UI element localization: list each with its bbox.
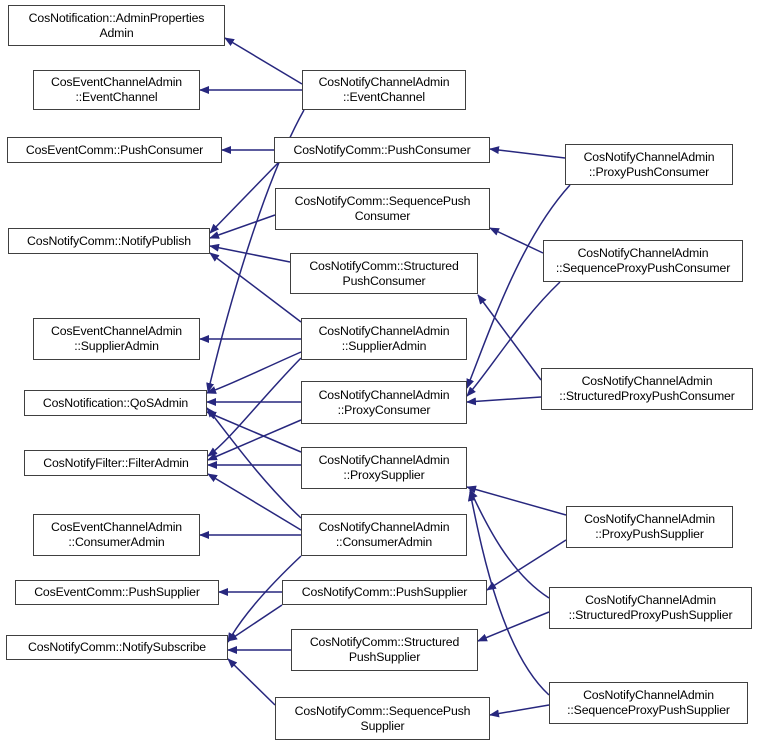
class-node-label: CosNotifyComm::PushConsumer [293,142,471,157]
class-node-cnc_pushsupplier[interactable]: CosNotifyComm::PushSupplier [282,580,487,605]
class-node-label: CosEventChannelAdmin ::EventChannel [51,75,182,104]
class-node-cnca_proxypushcons[interactable]: CosNotifyChannelAdmin ::ProxyPushConsume… [565,144,733,185]
inheritance-edge-cnca_structproxypc-to-cnca_proxyconsumer [466,396,542,406]
inheritance-edge-cnca_proxyconsumer-to-cnf_filteradmin [207,419,302,461]
inheritance-edge-cnca_proxypushsup-to-cnc_pushsupplier [486,539,567,591]
class-node-cnc_pushconsumer[interactable]: CosNotifyComm::PushConsumer [274,137,490,163]
inheritance-edge-cnc_seqpushcons-to-cnc_notifypublish [209,214,276,239]
class-node-label: CosEventChannelAdmin ::ConsumerAdmin [51,520,182,549]
inheritance-edge-cnca_consumeradmin-to-cnf_filteradmin [207,473,302,531]
class-node-label: CosNotifyComm::Structured PushConsumer [309,258,459,288]
class-node-cec_eventchannel[interactable]: CosEventChannelAdmin ::EventChannel [33,70,200,110]
class-node-label: CosEventChannelAdmin ::SupplierAdmin [51,324,182,353]
class-node-label: CosNotifyComm::Structured PushSupplier [309,635,460,664]
class-node-label: CosNotification::AdminProperties Admin [28,10,205,40]
inheritance-edge-cnca_seqproxyps-to-cnc_seqpushsup [489,704,550,718]
class-node-cnca_structproxyps[interactable]: CosNotifyChannelAdmin ::StructuredProxyP… [549,587,752,629]
class-node-label: CosNotifyChannelAdmin ::ProxyPushConsume… [583,149,715,179]
class-node-cnca_proxypushsup[interactable]: CosNotifyChannelAdmin ::ProxyPushSupplie… [566,506,733,548]
inheritance-edge-cnca_supplieradmin-to-cn_qosadmin [206,351,302,394]
class-node-label: CosNotifyChannelAdmin ::SequenceProxyPus… [567,688,730,717]
inheritance-edge-cnca_eventchannel-to-adminprops [224,37,303,85]
class-node-label: CosNotifyChannelAdmin ::StructuredProxyP… [559,374,735,403]
class-node-cec_pushconsumer[interactable]: CosEventComm::PushConsumer [7,137,222,163]
class-node-label: CosNotifyChannelAdmin ::ProxyConsumer [318,387,450,417]
inheritance-edge-cnc_pushconsumer-to-cnc_notifypublish [209,162,279,234]
inheritance-edge-cnca_structproxypc-to-cnc_structpushcons [477,294,542,381]
class-node-label: CosNotifyChannelAdmin ::EventChannel [318,75,450,104]
class-node-cnc_notifysubscr[interactable]: CosNotifyComm::NotifySubscribe [6,635,228,660]
inheritance-edge-cnca_supplieradmin-to-cnc_notifypublish [209,252,302,323]
class-node-label: CosNotifyComm::NotifyPublish [27,233,191,248]
class-node-cec_supplieradmin[interactable]: CosEventChannelAdmin ::SupplierAdmin [33,318,200,360]
class-node-cnc_notifypublish[interactable]: CosNotifyComm::NotifyPublish [8,228,210,254]
class-node-label: CosNotifyComm::PushSupplier [301,585,468,600]
class-node-cnca_supplieradmin[interactable]: CosNotifyChannelAdmin ::SupplierAdmin [301,318,467,360]
class-node-cnc_structpushsup[interactable]: CosNotifyComm::Structured PushSupplier [291,629,478,671]
class-node-label: CosEventComm::PushConsumer [25,142,204,157]
class-node-cnc_seqpushcons[interactable]: CosNotifyComm::SequencePush Consumer [275,188,490,230]
class-node-label: CosNotifyComm::SequencePush Supplier [294,703,471,733]
class-node-cnca_seqproxyps[interactable]: CosNotifyChannelAdmin ::SequenceProxyPus… [549,682,748,724]
class-node-cnf_filteradmin[interactable]: CosNotifyFilter::FilterAdmin [24,450,208,476]
class-node-label: CosNotifyChannelAdmin ::SequenceProxyPus… [555,246,731,275]
class-node-cnca_structproxypc[interactable]: CosNotifyChannelAdmin ::StructuredProxyP… [541,368,753,410]
class-node-cnc_seqpushsup[interactable]: CosNotifyComm::SequencePush Supplier [275,697,490,740]
class-node-label: CosNotifyChannelAdmin ::ConsumerAdmin [318,520,450,549]
class-node-label: CosEventComm::PushSupplier [34,585,200,600]
class-node-label: CosNotifyFilter::FilterAdmin [43,455,189,470]
inheritance-edge-cnca_proxypushsup-to-cnca_proxysupplier [466,485,567,516]
inheritance-edge-cnca_proxypushcons-to-cnc_pushconsumer [489,146,566,159]
class-node-cnc_structpushcons[interactable]: CosNotifyComm::Structured PushConsumer [290,253,478,294]
class-node-label: CosNotifyChannelAdmin ::SupplierAdmin [318,324,450,353]
inheritance-edge-cnc_pushsupplier-to-cnc_notifysubscr [227,604,283,642]
class-node-label: CosNotifyComm::NotifySubscribe [28,640,206,655]
class-node-cnca_proxysupplier[interactable]: CosNotifyChannelAdmin ::ProxySupplier [301,447,467,489]
class-node-label: CosNotifyChannelAdmin ::ProxySupplier [318,453,450,482]
class-node-label: CosNotifyChannelAdmin ::StructuredProxyP… [568,593,733,622]
class-node-cn_qosadmin[interactable]: CosNotification::QoSAdmin [24,390,207,416]
class-node-cnca_eventchannel[interactable]: CosNotifyChannelAdmin ::EventChannel [302,70,466,110]
inheritance-edge-cnca_supplieradmin-to-cnf_filteradmin [207,357,302,457]
class-node-label: CosNotification::QoSAdmin [42,395,189,410]
inheritance-edge-cnca_structproxyps-to-cnc_structpushsup [477,611,550,642]
class-node-label: CosNotifyComm::SequencePush Consumer [294,194,471,223]
inheritance-edge-cnc_structpushcons-to-cnc_notifypublish [209,243,291,263]
class-node-cec_consumeradmin[interactable]: CosEventChannelAdmin ::ConsumerAdmin [33,514,200,556]
class-node-cnca_seqproxypc[interactable]: CosNotifyChannelAdmin ::SequenceProxyPus… [543,240,743,282]
class-node-cnca_proxyconsumer[interactable]: CosNotifyChannelAdmin ::ProxyConsumer [301,381,467,424]
inheritance-edge-cnca_consumeradmin-to-cn_qosadmin [206,407,302,519]
inheritance-edge-cnc_seqpushsup-to-cnc_notifysubscr [227,658,276,706]
class-node-adminprops[interactable]: CosNotification::AdminProperties Admin [8,5,225,46]
class-node-cnca_consumeradmin[interactable]: CosNotifyChannelAdmin ::ConsumerAdmin [301,514,467,556]
inheritance-edge-cnca_proxysupplier-to-cn_qosadmin [206,411,302,453]
inheritance-edge-cnca_seqproxypc-to-cnc_seqpushcons [489,227,544,254]
class-node-label: CosNotifyChannelAdmin ::ProxyPushSupplie… [584,512,715,541]
class-node-cec_pushsupplier[interactable]: CosEventComm::PushSupplier [15,580,219,605]
